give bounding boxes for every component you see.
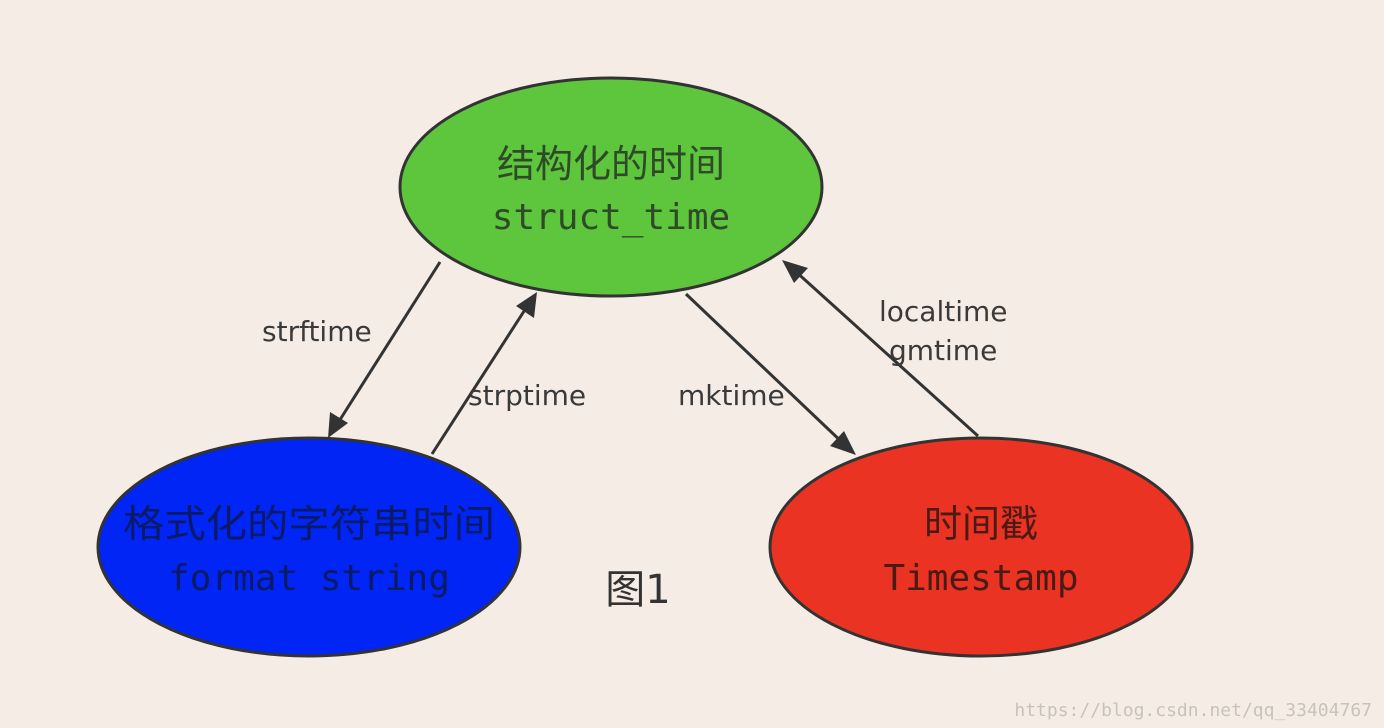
edge-localtime-gmtime: [792, 268, 980, 438]
edge-label-strptime: strptime: [468, 379, 586, 412]
node-format-string-label-en: format string: [168, 558, 450, 599]
edge-strptime: [430, 304, 530, 455]
node-timestamp-shape: [768, 436, 1194, 658]
edge-label-mktime: mktime: [678, 379, 785, 412]
arrowhead-localtime-gmtime: [782, 260, 808, 283]
edges: [328, 260, 980, 455]
edge-label-strftime: strftime: [262, 315, 372, 348]
arrowhead-mktime: [830, 431, 856, 455]
node-format-string-shape: [96, 436, 522, 658]
node-struct-time-label-en: struct_time: [492, 197, 730, 238]
figure-label: 图1: [605, 567, 670, 613]
node-struct-time: 结构化的时间 struct_time: [398, 76, 824, 298]
edge-label-localtime: localtime: [879, 295, 1008, 328]
arrowhead-strftime: [328, 412, 348, 438]
node-timestamp: 时间戳 Timestamp: [768, 436, 1194, 658]
node-struct-time-label-cn: 结构化的时间: [497, 142, 725, 186]
watermark: https://blog.csdn.net/qq_33404767: [1014, 700, 1372, 721]
node-timestamp-label-en: Timestamp: [883, 558, 1078, 599]
node-timestamp-label-cn: 时间戳: [924, 502, 1038, 546]
edge-mktime: [684, 292, 848, 448]
node-struct-time-shape: [398, 76, 824, 298]
arrowhead-strptime: [516, 292, 537, 318]
edge-label-gmtime: gmtime: [889, 334, 997, 367]
edge-strftime: [334, 261, 442, 427]
node-format-string: 格式化的字符串时间 format string: [96, 436, 522, 658]
node-format-string-label-cn: 格式化的字符串时间: [123, 502, 495, 546]
